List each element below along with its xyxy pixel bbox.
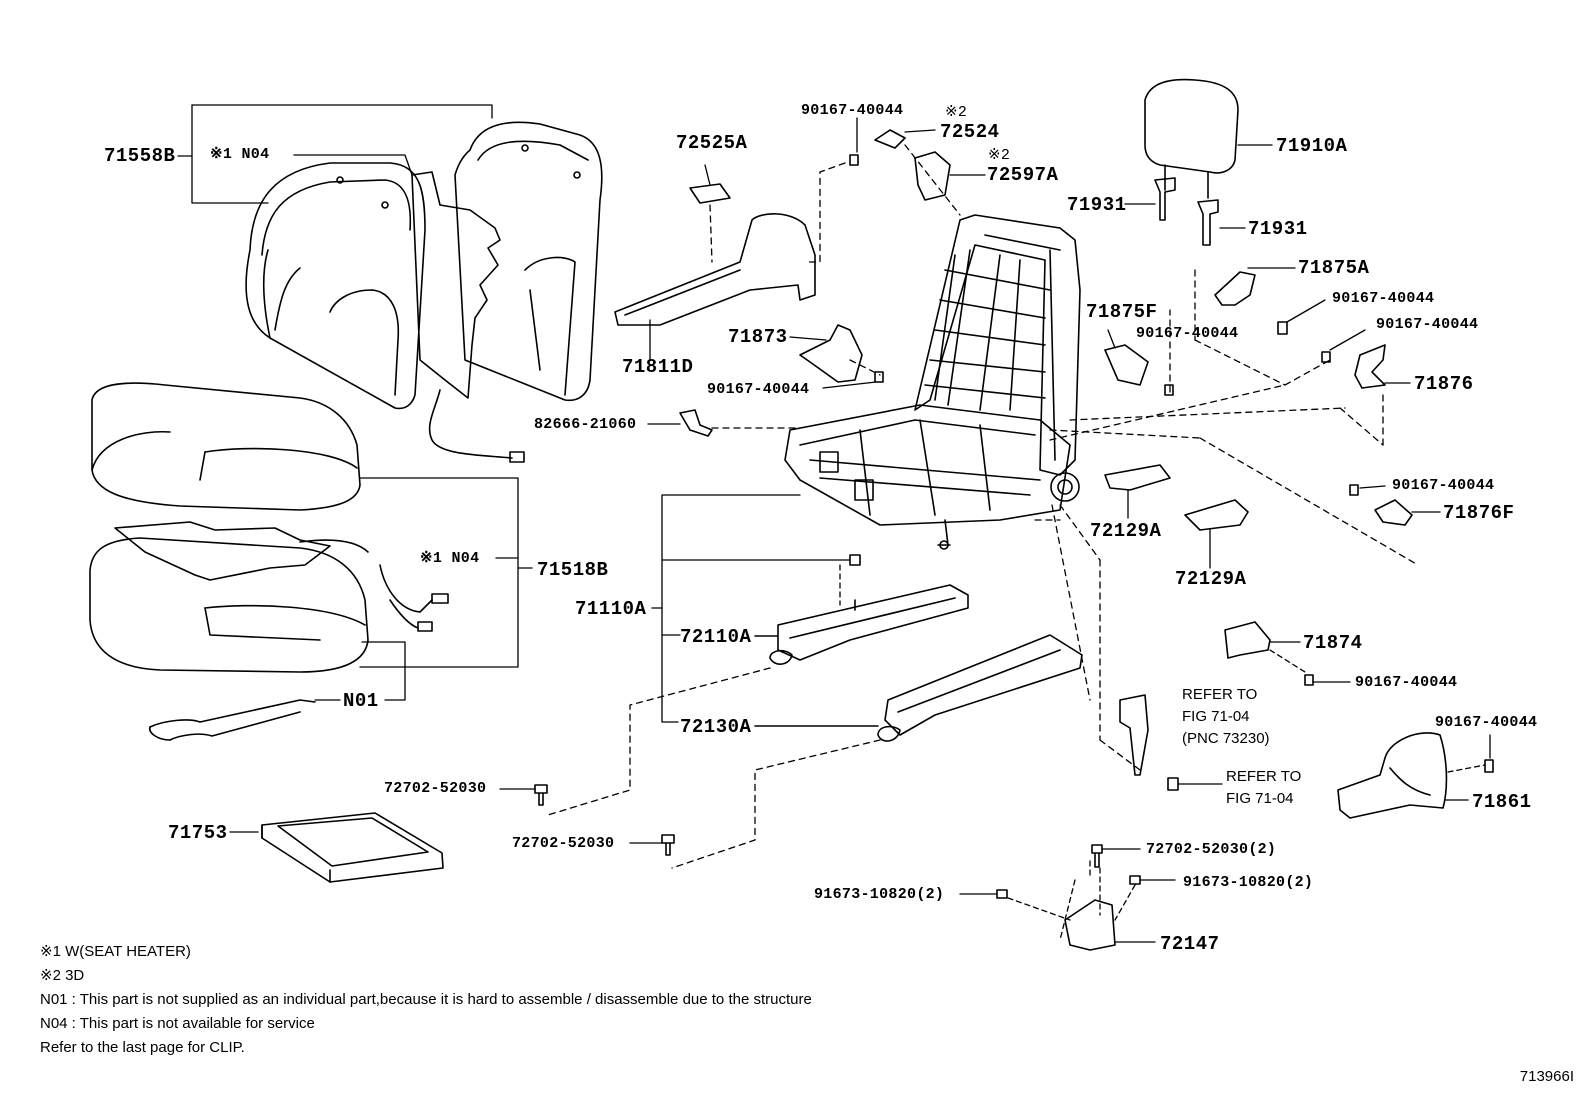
label-72597a: 72597A [987,164,1059,186]
label-72702-c: 72702-52030(2) [1146,841,1277,858]
legend-n04: N04 : This part is not available for ser… [40,1015,315,1032]
bracket-71875f [1104,329,1174,396]
label-71558b: 71558B [104,145,176,167]
bracket-71558b [177,104,493,204]
label-72702-a: 72702-52030 [384,780,487,797]
frame-dashes [1034,269,1419,771]
covers-72129a [1104,464,1249,569]
bracket-71876 [1321,329,1411,389]
legend-clip: Refer to the last page for CLIP. [40,1039,245,1056]
label-71873: 71873 [728,326,788,348]
connector-82666 [647,409,801,437]
label-91673-a: 91673-10820(2) [814,886,945,903]
label-72524: 72524 [940,121,1000,143]
legend-n01: N01 : This part is not supplied as an in… [40,991,812,1008]
cushion-frame-71753 [229,812,444,883]
dash-top-bolt [807,162,846,263]
label-71861: 71861 [1472,791,1532,813]
bracket-71518b [314,477,533,701]
label-71931-b: 71931 [1248,218,1308,240]
label-90167-r5: 90167-40044 [1355,674,1458,691]
label-71110a: 71110A [575,598,647,620]
legend: ※1 W(SEAT HEATER) ※2 3D N01 : This part … [40,940,812,1060]
label-72130a: 72130A [680,716,752,738]
label-90167-r4: 90167-40044 [1392,477,1495,494]
label-90167-r6: 90167-40044 [1435,714,1538,731]
label-72525a: 72525A [676,132,748,154]
bolt-72702-a [534,784,548,806]
label-72110a: 72110A [680,626,752,648]
seat-back-cover [245,162,426,410]
label-90167-r3: 90167-40044 [1136,325,1239,342]
label-72129a-2: 72129A [1175,568,1247,590]
label-mark2-a: ※2 [945,104,968,121]
label-71875f: 71875F [1086,301,1158,323]
label-71753: 71753 [168,822,228,844]
label-90167-top: 90167-40044 [801,102,904,119]
legend-mark1: ※1 W(SEAT HEATER) [40,943,191,960]
label-90167-r1: 90167-40044 [1332,290,1435,307]
bracket-71110a [651,494,861,723]
clips-72524-72597a [874,129,986,216]
label-mark2-b: ※2 [988,147,1011,164]
bracket-71876f [1349,484,1441,526]
seat-frame [784,214,1081,550]
label-71910a: 71910A [1276,135,1348,157]
seat-cushion-cover [91,382,361,511]
label-71518b: 71518B [537,559,609,581]
refer-note-buckle: REFER TO FIG 71-04 (PNC 73230) [1182,686,1270,747]
cover-71811d [614,164,816,361]
bracket-71873 [789,324,884,389]
label-82666: 82666-21060 [534,416,637,433]
label-back-heater-note: ※1 N04 [210,146,270,163]
bolt-72702-b [661,834,675,856]
seat-rail-72110a [754,564,969,665]
label-71876f: 71876F [1443,502,1515,524]
label-cushion-heater-note: ※1 N04 [420,550,480,567]
shield-71861 [1337,732,1494,819]
headrest-71910a [1124,78,1273,246]
label-72147: 72147 [1160,933,1220,955]
label-72129a-1: 72129A [1090,520,1162,542]
label-71811d: 71811D [622,356,694,378]
seat-back-rear-cover [454,121,603,402]
n01-wire-clip [148,699,316,741]
bracket-72147 [959,844,1176,951]
seat-belt-buckle [1119,694,1223,791]
label-72702-b: 72702-52030 [512,835,615,852]
label-71874: 71874 [1303,632,1363,654]
bracket-71874 [1224,621,1351,686]
label-90167-r2: 90167-40044 [1376,316,1479,333]
label-71875a: 71875A [1298,257,1370,279]
label-71876: 71876 [1414,373,1474,395]
label-90167-mid: 90167-40044 [707,381,810,398]
label-91673-b: 91673-10820(2) [1183,874,1314,891]
cushion-heater-pad [114,521,449,632]
label-n01: N01 [343,690,379,712]
seat-rail-72130a [754,634,1083,742]
rail-dashes [547,667,881,869]
refer-note-bolt: REFER TO FIG 71-04 [1226,768,1302,807]
label-71931-a: 71931 [1067,194,1127,216]
back-heater-pad [293,154,525,463]
legend-mark2: ※2 3D [40,967,85,984]
seat-cushion-pad [89,537,369,673]
figure-number: 713966I [1519,1068,1574,1085]
bracket-71875a [1214,267,1326,335]
bolt-90167-top [849,154,859,166]
